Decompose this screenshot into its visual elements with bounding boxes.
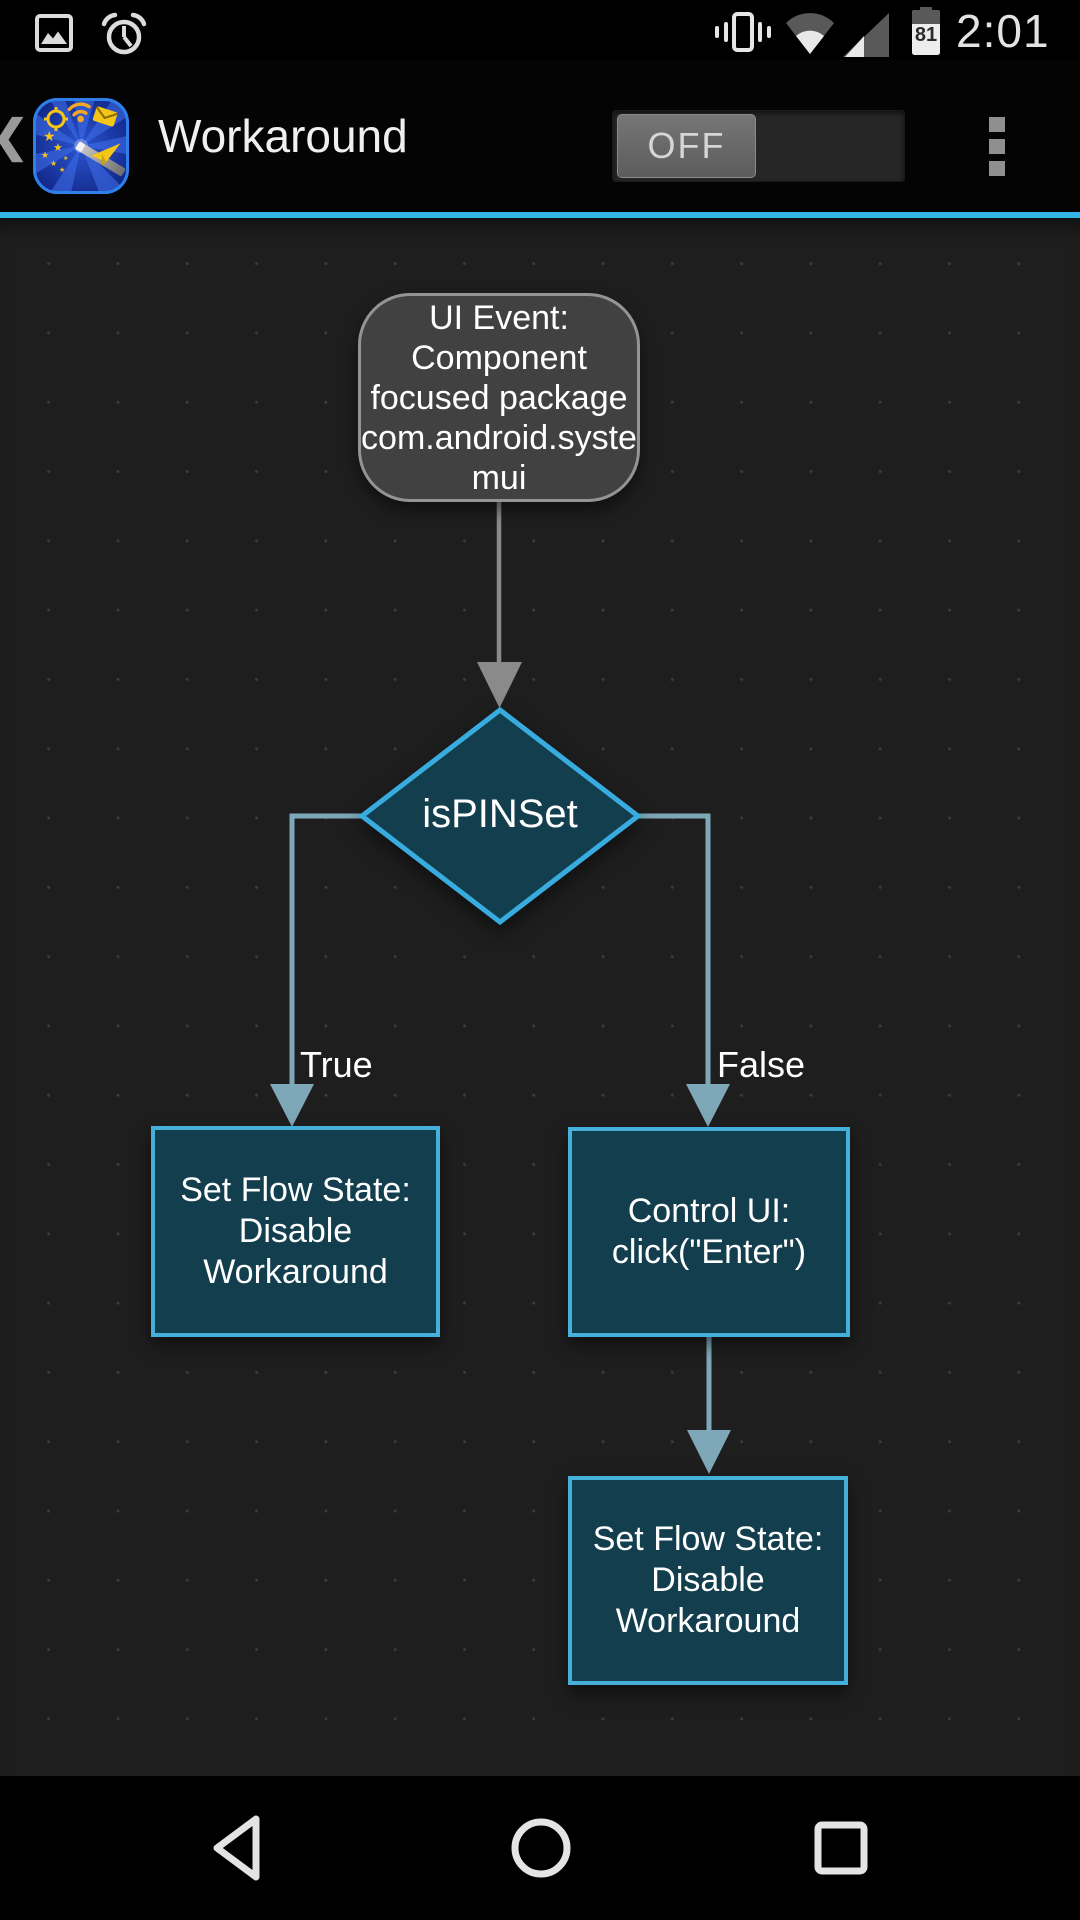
alarm-icon <box>101 12 147 55</box>
overflow-dot <box>989 139 1005 154</box>
connector-true-branch <box>289 813 362 1086</box>
toggle-thumb[interactable]: OFF <box>617 114 756 178</box>
connector-false-branch <box>638 813 711 1086</box>
decision-node-label: isPINSet <box>422 792 578 836</box>
recents-square-icon <box>814 1821 868 1875</box>
battery-icon: 81 <box>912 7 940 55</box>
arrowhead-falseaction-to-end <box>687 1430 731 1474</box>
home-circle-icon <box>511 1818 571 1878</box>
svg-text:★: ★ <box>50 159 57 168</box>
decision-node-shape[interactable] <box>357 706 643 926</box>
clock-time: 2:01 <box>956 5 1050 57</box>
arrowhead-true-branch <box>270 1084 314 1127</box>
overflow-dot <box>989 161 1005 176</box>
branch-label-true: True <box>300 1044 373 1085</box>
page-title: Workaround <box>158 110 408 162</box>
nav-back-button[interactable] <box>179 1776 299 1920</box>
svg-text:81: 81 <box>915 24 937 46</box>
up-chevron-icon[interactable]: ❮ <box>0 60 29 212</box>
svg-text:★: ★ <box>43 128 56 144</box>
location-glyph <box>44 107 68 131</box>
svg-text:★: ★ <box>63 155 68 162</box>
svg-text:★: ★ <box>59 166 65 174</box>
status-bar: 81 2:01 <box>0 0 1080 60</box>
end-action-node[interactable]: Set Flow State: Disable Workaround <box>568 1476 848 1685</box>
overflow-dot <box>989 117 1005 132</box>
nav-recents-button[interactable] <box>781 1776 901 1920</box>
overflow-menu-icon[interactable] <box>989 117 1005 176</box>
navigation-bar <box>0 1776 1080 1920</box>
flowchart-canvas[interactable]: UI Event: Component focused package com.… <box>0 218 1080 1776</box>
svg-text:★: ★ <box>41 150 49 160</box>
arrowhead-false-branch <box>686 1084 730 1127</box>
start-node[interactable]: UI Event: Component focused package com.… <box>358 293 640 502</box>
envelope-glyph <box>92 106 118 127</box>
arrowhead-start-to-decision <box>477 662 522 708</box>
wifi-glyph <box>67 102 91 123</box>
true-action-node[interactable]: Set Flow State: Disable Workaround <box>151 1126 440 1337</box>
nav-home-button[interactable] <box>481 1776 601 1920</box>
signal-icon <box>843 13 889 57</box>
back-triangle-icon <box>213 1815 260 1881</box>
false-action-node[interactable]: Control UI: click("Enter") <box>568 1127 850 1337</box>
automate-app-icon[interactable]: ★ ★ ★ ★ ★ ★ <box>33 98 129 194</box>
app-bar: ❮ <box>0 60 1080 212</box>
svg-text:★: ★ <box>53 142 63 154</box>
accent-divider <box>0 212 1080 218</box>
wifi-icon <box>786 13 834 54</box>
stars-glyph: ★ ★ ★ ★ ★ ★ <box>41 128 68 174</box>
flow-enable-toggle[interactable]: OFF <box>612 110 905 182</box>
screenshot-notification-icon <box>35 14 73 52</box>
vibrate-icon <box>715 12 771 52</box>
branch-label-false: False <box>717 1044 806 1085</box>
toggle-state-label: OFF <box>647 125 726 166</box>
flow-connectors <box>270 502 731 1474</box>
plane-glyph <box>91 143 121 167</box>
